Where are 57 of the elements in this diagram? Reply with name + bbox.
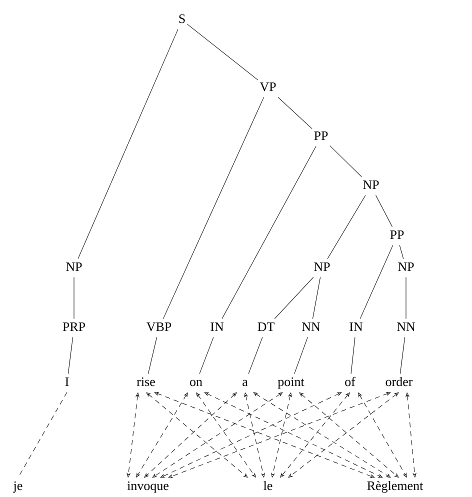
tree-branch (199, 336, 214, 374)
word: rise (136, 377, 155, 386)
alignment-link (204, 392, 383, 478)
tree-branch (376, 194, 392, 228)
tree-branch (222, 146, 316, 320)
tree-branch (400, 336, 406, 374)
tree-label: NP (66, 262, 82, 271)
tree-label: NP (398, 262, 414, 271)
alignment-link (244, 392, 265, 478)
alignment-link (253, 392, 391, 478)
tree-branch (274, 276, 314, 320)
alignment-link (406, 392, 416, 478)
tree-label: NP (314, 262, 330, 271)
tree-branch (327, 194, 366, 260)
tree-label: IN (210, 322, 224, 331)
alignment-link (358, 392, 407, 478)
tree-label: NP (363, 180, 379, 189)
tree-branch (294, 336, 308, 374)
tree-label: NN (302, 322, 320, 331)
tree-label: VP (260, 82, 276, 92)
word: a (242, 380, 248, 386)
word: I (65, 377, 69, 386)
tree-label: S (179, 14, 185, 24)
tree-branch (330, 146, 362, 178)
tree-label: IN (350, 322, 363, 331)
alignment-link (271, 392, 292, 478)
tree-label: PP (390, 230, 404, 239)
alignment-link (160, 392, 342, 478)
tree-branch (360, 244, 394, 320)
alignment-link (126, 392, 140, 478)
tree-branch (68, 336, 74, 374)
tree-branch (148, 336, 158, 374)
word: on (190, 380, 202, 386)
word: point (278, 377, 304, 389)
tree-branch (162, 96, 264, 320)
tree-label: NN (397, 322, 416, 331)
alignment-link (196, 392, 256, 478)
tree-label: DT (258, 322, 274, 332)
tree-branch (248, 336, 263, 374)
word: order (386, 376, 413, 386)
alignment-link (280, 392, 350, 478)
tree-branch (187, 24, 258, 80)
word: invoque (127, 481, 168, 493)
alignment-link (152, 392, 283, 478)
tree-label: PRP (62, 322, 86, 331)
tree-branch (312, 276, 321, 320)
tree-label: PP (314, 131, 328, 140)
tree-label: VBP (146, 322, 172, 332)
word: of (345, 376, 356, 386)
word: Règlement (367, 480, 424, 493)
tree-branch (350, 336, 356, 374)
word: le (264, 480, 272, 490)
word: je (12, 481, 22, 493)
tree-branch (78, 28, 178, 260)
tree-branch (399, 244, 404, 260)
tree-branch (278, 96, 312, 129)
alignment-link (136, 392, 188, 478)
